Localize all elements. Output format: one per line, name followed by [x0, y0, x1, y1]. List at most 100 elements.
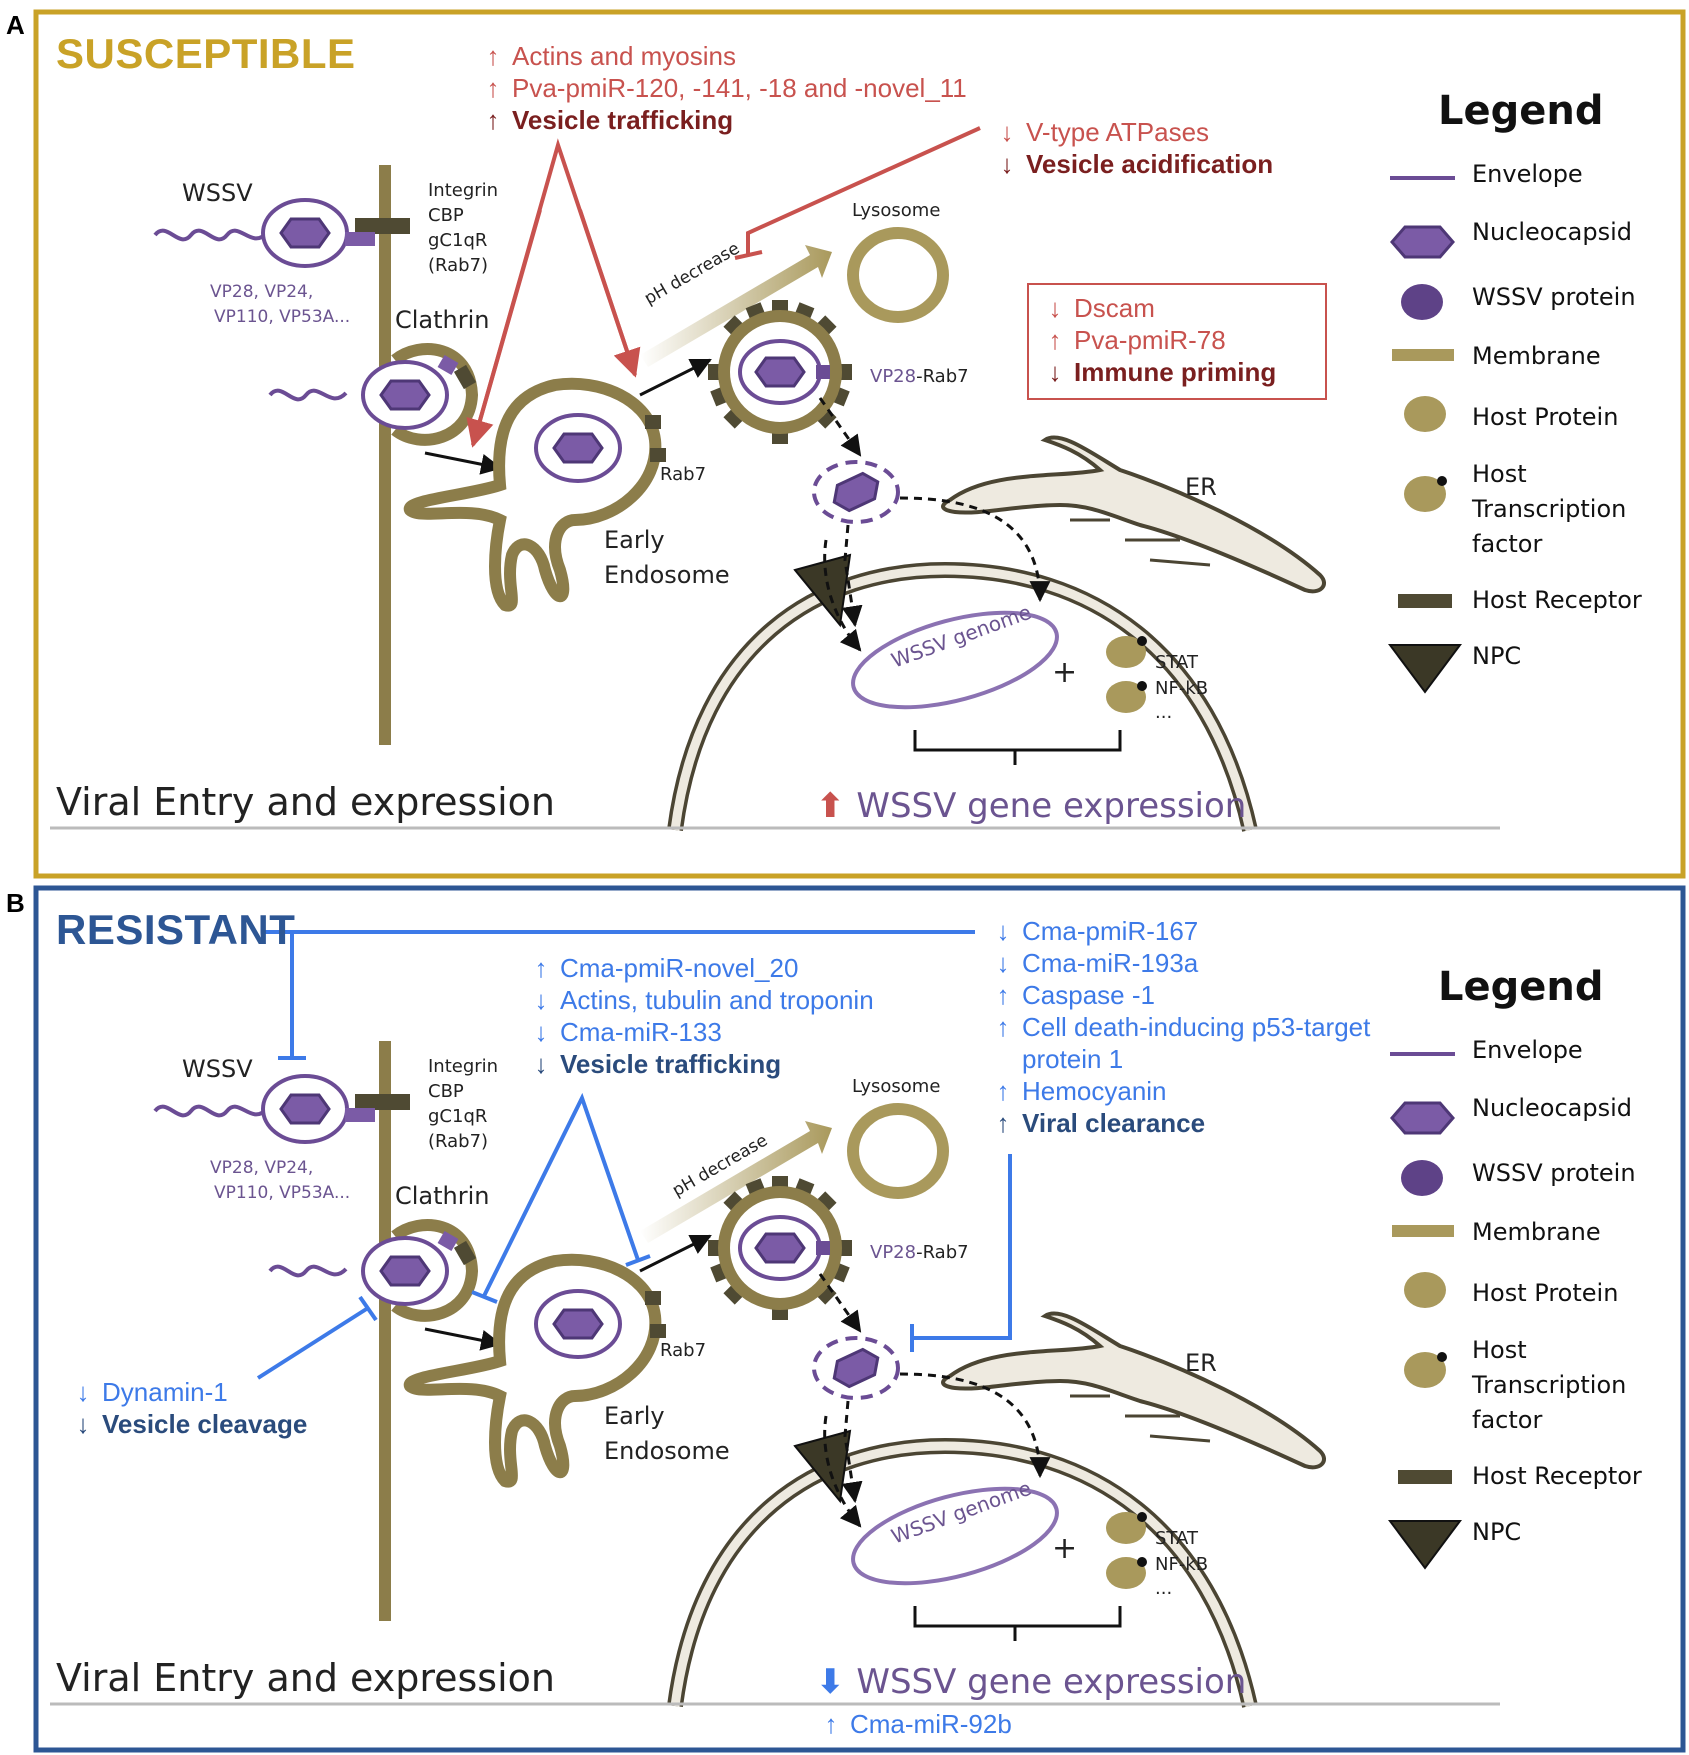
panel-b-left-regulation: ↓Dynamin-1 ↓Vesicle cleavage [70, 1376, 308, 1440]
reg-item: V-type ATPases [1026, 117, 1210, 147]
legend-factor: factor [1472, 530, 1543, 558]
up-arrow-icon: ↑ [486, 73, 500, 103]
reg-item: Viral clearance [1022, 1108, 1206, 1138]
legend-transcription: Transcription [1472, 495, 1627, 523]
receptor-label-integrin: Integrin [428, 180, 499, 201]
vp28-text: VP28 [870, 1242, 917, 1263]
rab7-suffix-text: -Rab7 [916, 366, 969, 387]
legend-membrane: Membrane [1472, 342, 1601, 370]
panel-b-bottom-note: ↑Cma-miR-92b [818, 1708, 1012, 1740]
panel-a-letter: A [6, 10, 25, 40]
legend-nucleocapsid: Nucleocapsid [1472, 218, 1633, 246]
panel-b-letter: B [6, 888, 25, 918]
legend-transcription: Transcription [1472, 1371, 1627, 1399]
down-arrow-icon: ↓ [534, 1017, 548, 1047]
up-arrow-icon: ↑ [996, 980, 1010, 1010]
reg-item: Cell death-inducing p53-target [1022, 1012, 1371, 1042]
early-endosome-label-1: Early [604, 1402, 665, 1430]
tf-ellipsis: ... [1155, 1578, 1173, 1599]
down-arrow-icon: ↓ [1048, 293, 1062, 323]
rab7-label: Rab7 [660, 1340, 707, 1361]
panel-a-frame [33, 9, 1686, 879]
up-arrow-icon: ↑ [486, 41, 500, 71]
vp28-rab7-label: VP28-Rab7 [870, 364, 969, 389]
reg-item: Actins and myosins [512, 41, 736, 71]
down-arrow-icon: ↓ [534, 1049, 548, 1079]
gene-expression-text: WSSV gene expression [856, 1662, 1247, 1702]
reg-item: Cma-miR-133 [560, 1017, 722, 1047]
legend-membrane: Membrane [1472, 1218, 1601, 1246]
receptor-label-rab7: (Rab7) [428, 1131, 489, 1152]
reg-item: Cma-miR-92b [850, 1709, 1012, 1739]
receptor-label-gc1qr: gC1qR [428, 1106, 488, 1127]
legend-nucleocapsid: Nucleocapsid [1472, 1094, 1633, 1122]
legend-npc: NPC [1472, 1518, 1522, 1546]
panel-a-right-regulation: ↓V-type ATPases ↓Vesicle acidification [994, 116, 1274, 180]
panel-a-subtitle: Viral Entry and expression [56, 780, 555, 824]
viral-proteins-label-1: VP28, VP24, [210, 1158, 314, 1178]
receptor-label-cbp: CBP [428, 1081, 464, 1102]
panel-a-box-regulation: ↓Dscam ↑Pva-pmiR-78 ↓Immune priming [1042, 292, 1277, 388]
early-endosome-label-1: Early [604, 526, 665, 554]
legend-wssv-protein: WSSV protein [1472, 283, 1636, 311]
panel-a-top-regulation: ↑Actins and myosins ↑Pva-pmiR-120, -141,… [480, 40, 967, 136]
panel-b-frame [33, 885, 1686, 1753]
panel-a-cell [50, 126, 1500, 830]
down-arrow-icon: ⬇ [816, 1662, 857, 1702]
panel-b-cell [50, 930, 1500, 1706]
legend-host-receptor: Host Receptor [1472, 586, 1642, 614]
down-arrow-icon: ↓ [996, 916, 1010, 946]
down-arrow-icon: ↓ [76, 1409, 90, 1439]
reg-item: Vesicle trafficking [512, 105, 734, 135]
up-arrow-icon: ↑ [996, 1012, 1010, 1042]
reg-item: Cma-pmiR-167 [1022, 916, 1199, 946]
receptor-label-cbp: CBP [428, 205, 464, 226]
panel-b-gene-expression: ⬇ WSSV gene expression [816, 1662, 1246, 1702]
tf-stat: STAT [1155, 1528, 1198, 1549]
up-arrow-icon: ↑ [534, 953, 548, 983]
plus-sign: + [1052, 1531, 1078, 1566]
panel-a-title: SUSCEPTIBLE [56, 30, 356, 77]
legend-npc: NPC [1472, 642, 1522, 670]
gene-expression-text: WSSV gene expression [856, 786, 1247, 826]
legend-host: Host [1472, 460, 1527, 488]
legend-envelope: Envelope [1472, 160, 1583, 188]
legend-title: Legend [1438, 964, 1604, 1010]
panel-a-gene-expression: ⬆ WSSV gene expression [816, 786, 1246, 826]
er-label: ER [1185, 1349, 1217, 1377]
legend-host-protein: Host Protein [1472, 403, 1619, 431]
reg-item: Vesicle acidification [1026, 149, 1274, 179]
rab7-suffix-text: -Rab7 [916, 1242, 969, 1263]
up-arrow-icon: ⬆ [816, 786, 857, 826]
wssv-label: WSSV [182, 179, 253, 207]
reg-item: Dynamin-1 [102, 1377, 228, 1407]
tf-nfkb: NF-kB [1155, 678, 1209, 699]
vp28-rab7-label: VP28-Rab7 [870, 1240, 969, 1265]
up-arrow-icon: ↑ [996, 1076, 1010, 1106]
down-arrow-icon: ↓ [1000, 117, 1014, 147]
reg-item: Cma-pmiR-novel_20 [560, 953, 799, 983]
legend-host-protein: Host Protein [1472, 1279, 1619, 1307]
panel-b-subtitle: Viral Entry and expression [56, 1656, 555, 1700]
receptor-label-gc1qr: gC1qR [428, 230, 488, 251]
viral-proteins-label-1: VP28, VP24, [210, 282, 314, 302]
down-arrow-icon: ↓ [534, 985, 548, 1015]
legend-host: Host [1472, 1336, 1527, 1364]
reg-item: Hemocyanin [1022, 1076, 1167, 1106]
vp28-text: VP28 [870, 366, 917, 387]
tf-ellipsis: ... [1155, 702, 1173, 723]
panel-b-title: RESISTANT [56, 906, 296, 953]
plus-sign: + [1052, 655, 1078, 690]
legend-envelope: Envelope [1472, 1036, 1583, 1064]
reg-item: Pva-pmiR-78 [1074, 325, 1226, 355]
reg-item: protein 1 [1022, 1044, 1124, 1074]
wssv-label: WSSV [182, 1055, 253, 1083]
panel-b-top-regulation: ↑ Cma-pmiR-novel_20 ↓ Actins, tubulin and … [528, 952, 874, 1080]
legend-host-receptor: Host Receptor [1472, 1462, 1642, 1490]
viral-proteins-label-2: VP110, VP53A... [214, 1183, 351, 1203]
reg-item: Actins, tubulin and troponin [560, 985, 874, 1015]
up-arrow-icon: ↑ [1048, 325, 1062, 355]
rab7-label: Rab7 [660, 464, 707, 485]
viral-proteins-label-2: VP110, VP53A... [214, 307, 351, 327]
